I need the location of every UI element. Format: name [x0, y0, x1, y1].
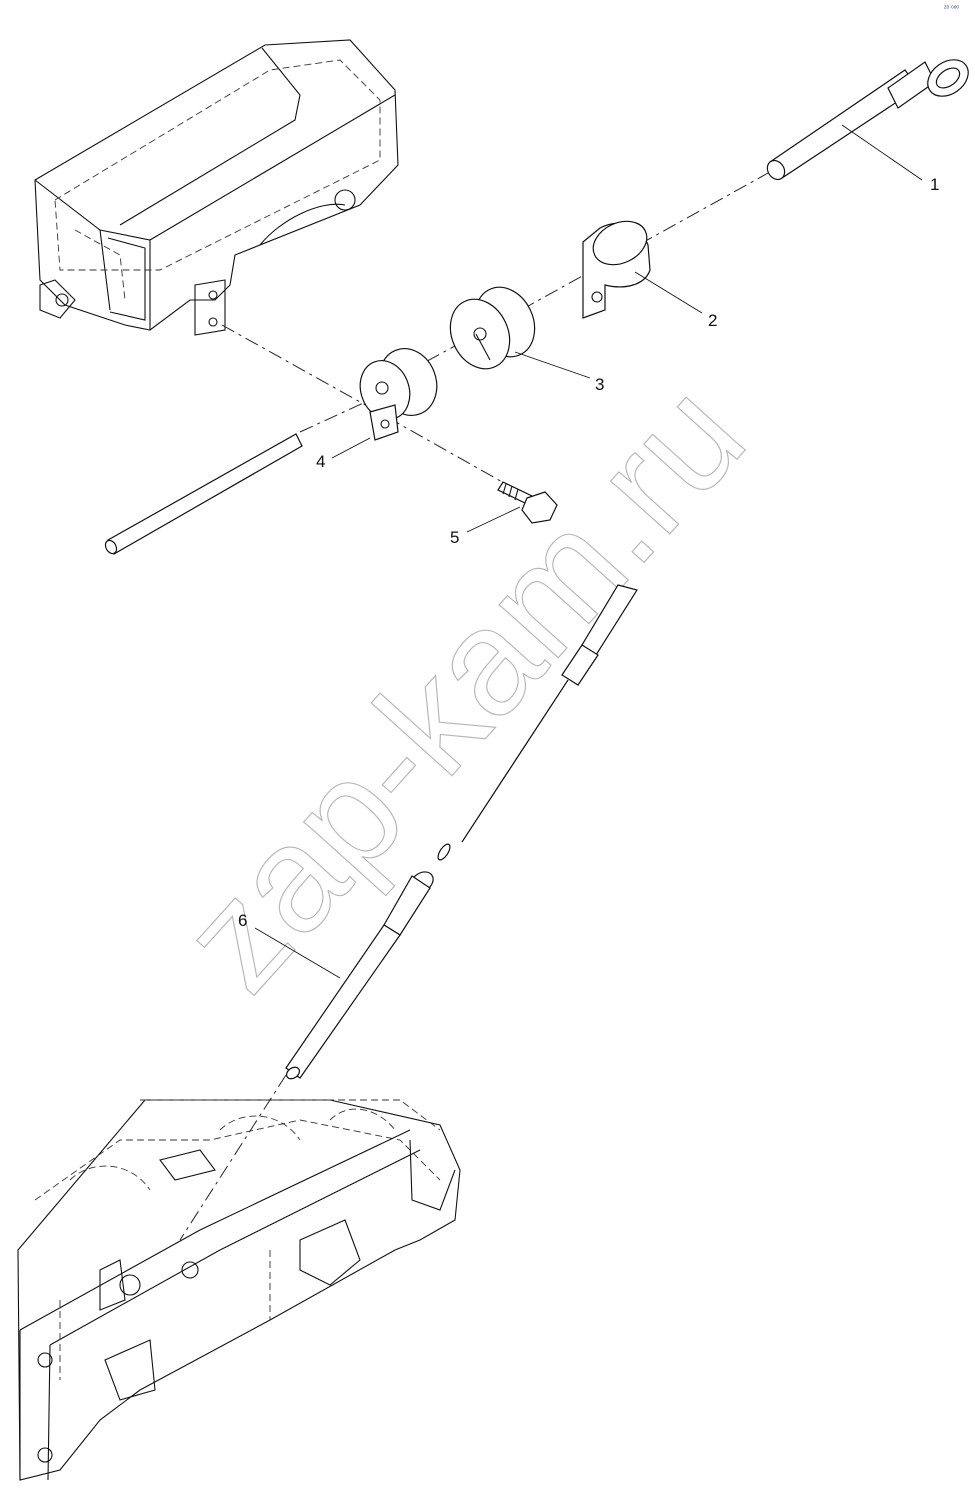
callout-3: 3: [514, 351, 604, 394]
callout-5: 5: [450, 506, 521, 547]
gearbox-housing: [34, 39, 399, 336]
dipstick-tube[interactable]: [764, 52, 975, 182]
retaining-clip[interactable]: [582, 213, 654, 319]
engine-block: [17, 1099, 461, 1481]
rubber-grommet[interactable]: [439, 278, 545, 379]
dipstick-rod[interactable]: [284, 584, 638, 1081]
guide-rod: [104, 433, 303, 555]
hex-bolt[interactable]: [497, 481, 558, 524]
callout-2: 2: [634, 271, 717, 330]
callout-label-1: 1: [930, 175, 939, 194]
callout-label-3: 3: [595, 375, 604, 394]
mounting-bracket[interactable]: [352, 340, 446, 441]
corner-mark: ᶻᵒ ᵒᵒᵒ: [944, 5, 959, 12]
callout-4: 4: [316, 437, 371, 471]
callout-6: 6: [238, 911, 341, 979]
assembly-axis-lower: [221, 324, 521, 493]
callout-label-4: 4: [316, 452, 325, 471]
callout-label-5: 5: [450, 528, 459, 547]
callout-label-6: 6: [238, 911, 247, 930]
callout-1: 1: [841, 124, 939, 194]
callout-label-2: 2: [708, 311, 717, 330]
